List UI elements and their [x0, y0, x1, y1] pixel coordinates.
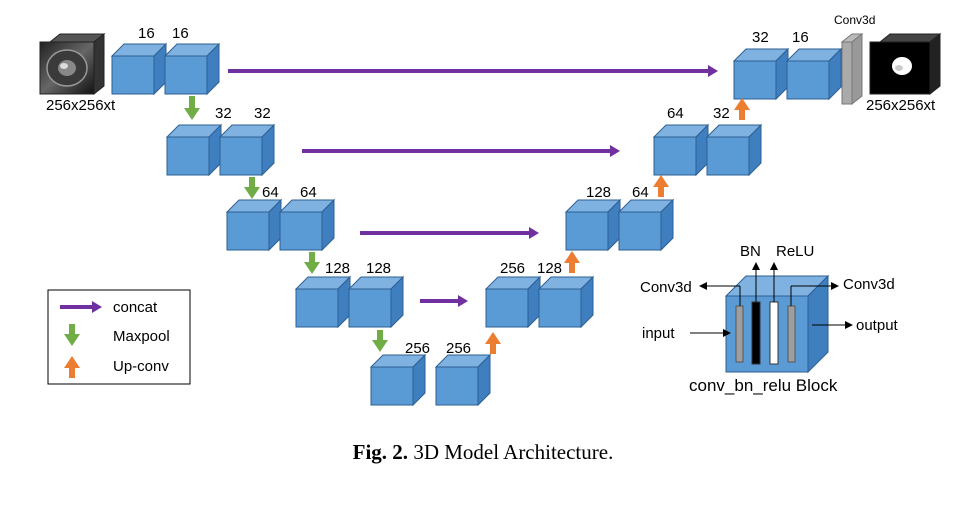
- decoder-level-2-cube-a: [564, 198, 622, 252]
- output-size-label: 256x256xt: [866, 97, 936, 114]
- encoder-level-2-cube-b: [218, 123, 276, 177]
- decoder-level-3-channels-a: 64: [667, 105, 684, 122]
- decoder-level-2-channels-b: 64: [632, 184, 649, 201]
- encoder-level-4-channels-b: 128: [366, 260, 391, 277]
- legend-maxpool-swatch: [64, 324, 80, 346]
- decoder-level-3-channels-b: 32: [713, 105, 730, 122]
- encoder-level-2-cube-a: [165, 123, 223, 177]
- encoder-level-2-channels-a: 32: [215, 105, 232, 122]
- feature-map-cubes: [110, 42, 843, 407]
- decoder-level-1-cube-a: [484, 275, 542, 329]
- encoder-level-3-channels-a: 64: [262, 184, 279, 201]
- encoder-level-5-channels-a: 256: [405, 340, 430, 357]
- block-relu-layer: [769, 301, 779, 365]
- final-conv3d-plate: [840, 32, 864, 106]
- concat-arrows: [228, 65, 718, 307]
- decoder-level-3-cube-a: [652, 123, 710, 177]
- decoder-level-2-cube-b: [617, 198, 675, 252]
- conv-bn-relu-block: [690, 262, 853, 374]
- block-conv-layer-1: [735, 305, 744, 363]
- caption-text: 3D Model Architecture.: [413, 440, 614, 464]
- block-bn-layer: [751, 301, 761, 365]
- input-size-label: 256x256xt: [46, 97, 116, 114]
- output-volume-image: [869, 32, 942, 96]
- decoder-level-4-channels-b: 16: [792, 29, 809, 46]
- decoder-level-4-channels-a: 32: [752, 29, 769, 46]
- encoder-level-5-cube-a: [369, 353, 427, 407]
- block-bn-label: BN: [740, 243, 761, 260]
- encoder-level-1-channels-a: 16: [138, 25, 155, 42]
- block-relu-label: ReLU: [776, 243, 814, 260]
- encoder-level-4-channels-a: 128: [325, 260, 350, 277]
- figure-caption: Fig. 2. 3D Model Architecture.: [0, 440, 966, 465]
- encoder-level-4-cube-b: [347, 275, 405, 329]
- maxpool-arrows: [184, 96, 388, 352]
- input-volume-image: [39, 32, 106, 96]
- final-conv3d-label: Conv3d: [834, 13, 875, 27]
- encoder-level-3-cube-a: [225, 198, 283, 252]
- legend-upconv-swatch: [64, 356, 80, 378]
- block-output-label: output: [856, 317, 899, 334]
- decoder-level-4-cube-a: [732, 47, 790, 101]
- encoder-level-5-cube-b: [434, 353, 492, 407]
- decoder-level-4-cube-b: [785, 47, 843, 101]
- decoder-level-1-channels-a: 256: [500, 260, 525, 277]
- legend-concat-label: concat: [113, 299, 158, 316]
- block-input-label: input: [642, 325, 675, 342]
- decoder-level-3-cube-b: [705, 123, 763, 177]
- encoder-level-5-channels-b: 256: [446, 340, 471, 357]
- encoder-level-1-channels-b: 16: [172, 25, 189, 42]
- legend: concat Maxpool Up-conv: [47, 289, 191, 385]
- decoder-level-1-channels-b: 128: [537, 260, 562, 277]
- encoder-level-2-channels-b: 32: [254, 105, 271, 122]
- encoder-level-4-cube-a: [294, 275, 352, 329]
- encoder-level-3-channels-b: 64: [300, 184, 317, 201]
- decoder-level-2-channels-a: 128: [586, 184, 611, 201]
- channel-labels: 16 16 32 32 64 64 128 128 256 256 256 128 128 64 64 32 3…: [138, 25, 809, 357]
- legend-upconv-label: Up-conv: [113, 358, 169, 375]
- block-conv-right-label: Conv3d: [843, 276, 895, 293]
- caption-prefix: Fig. 2.: [352, 440, 409, 464]
- upconv-arrows: [485, 98, 750, 354]
- legend-maxpool-label: Maxpool: [113, 328, 170, 345]
- encoder-level-1-cube-a: [110, 42, 168, 96]
- block-title: conv_bn_relu Block: [689, 376, 838, 395]
- decoder-level-1-cube-b: [537, 275, 595, 329]
- encoder-level-3-cube-b: [278, 198, 336, 252]
- block-conv-left-label: Conv3d: [640, 279, 692, 296]
- encoder-level-1-cube-b: [163, 42, 221, 96]
- block-conv-layer-2: [787, 305, 796, 363]
